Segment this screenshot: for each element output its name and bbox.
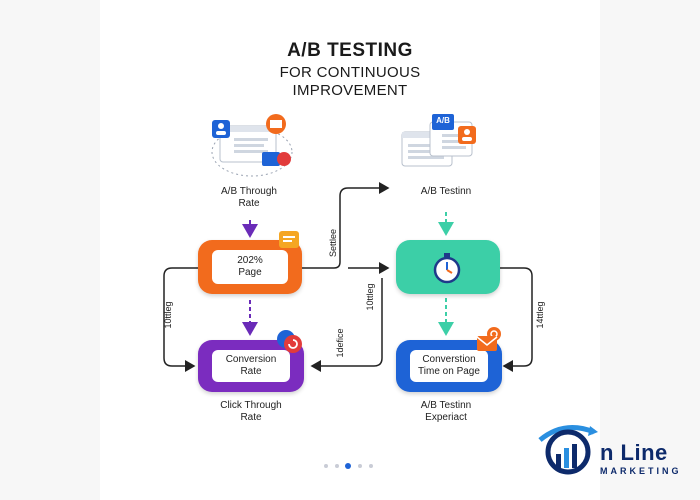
- bottom-right-label-line1: A/B Testinn: [420, 400, 472, 411]
- purple-node-card: Conversion Rate: [212, 350, 290, 382]
- diagram-subtitle-line2: IMPROVEMENT: [292, 82, 408, 99]
- purple-node-line2: Rate: [240, 366, 262, 377]
- logo-text-marketing: MARKETING: [600, 466, 682, 476]
- purple-node: Conversion Rate: [198, 340, 304, 392]
- orange-node: 202% Page: [198, 240, 302, 294]
- ab-browser-illustration: [401, 114, 476, 167]
- blue-node-line1: Converstion: [422, 354, 476, 365]
- arrow-orange-to-right-top: [302, 182, 390, 269]
- diagram-title: A/B TESTING: [287, 40, 413, 61]
- blue-node-card: Converstion Time on Page: [410, 350, 488, 382]
- orange-node-label: Page: [238, 267, 262, 278]
- blue-node-line2: Time on Page: [418, 366, 480, 377]
- middle-top-label: Settlee: [328, 228, 338, 258]
- bottom-left-label: Click Through Rate: [211, 400, 291, 424]
- refresh-badge-icon: [277, 330, 302, 353]
- slide-canvas: [100, 0, 600, 500]
- arrow-right-loop: [500, 267, 533, 372]
- bottom-right-label-line2: Experiact: [425, 412, 467, 423]
- orange-node-card: 202% Page: [212, 250, 288, 284]
- stopwatch-icon: [433, 253, 461, 284]
- bottom-right-label: A/B Testinn Experiact: [406, 400, 486, 424]
- pagination-dot[interactable]: [335, 464, 339, 468]
- arrow-teal-to-purple: [310, 278, 383, 372]
- orange-node-value: 202%: [237, 255, 263, 266]
- pagination-dot-active[interactable]: [345, 463, 351, 469]
- chat-icon: [279, 231, 299, 248]
- right-side-label: 14ttleg: [535, 301, 545, 329]
- pagination-dot[interactable]: [358, 464, 362, 468]
- arrow-left-loop: [163, 267, 198, 372]
- online-marketing-logo-mark: [538, 425, 598, 475]
- top-left-label-line2: Rate: [238, 198, 260, 209]
- top-left-label: A/B Through Rate: [214, 186, 284, 210]
- left-side-label: 10ttleg: [163, 301, 173, 329]
- ab-badge: A/B: [436, 116, 450, 125]
- bottom-left-label-line2: Rate: [240, 412, 262, 423]
- bottom-left-label-line1: Click Through: [220, 400, 282, 411]
- purple-node-line1: Conversion: [225, 354, 277, 365]
- diagram-subtitle-line1: FOR CONTINUOUS: [279, 64, 421, 81]
- logo-text-online: n Line: [600, 440, 668, 465]
- top-right-label: A/B Testinn: [420, 186, 472, 197]
- pagination-dot[interactable]: [369, 464, 373, 468]
- top-left-label-line1: A/B Through: [221, 186, 277, 197]
- middle-bottom-label: 1defice: [335, 328, 345, 358]
- email-badge-icon: [476, 327, 501, 351]
- browser-email-illustration: [211, 114, 293, 177]
- middle-mid-label: 10ttleg: [365, 283, 375, 311]
- pagination-dot[interactable]: [324, 464, 328, 468]
